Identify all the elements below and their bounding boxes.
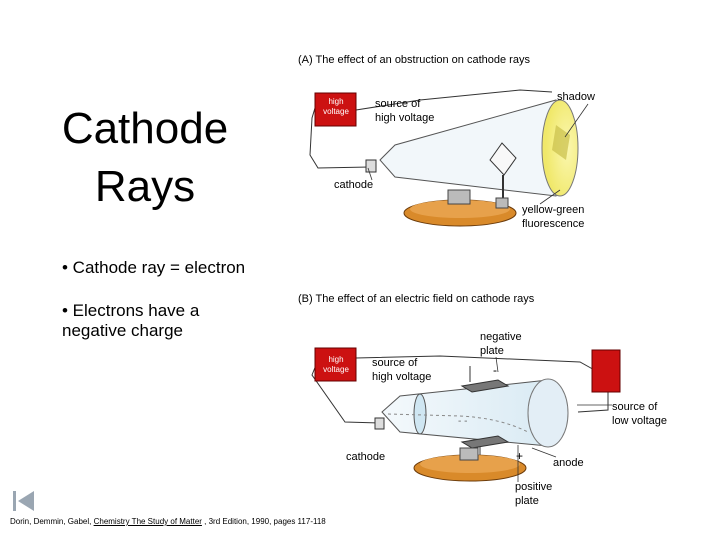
positive-plate <box>460 435 510 449</box>
wire-b-top <box>355 355 599 373</box>
cathode-label-b: cathode <box>346 451 386 463</box>
svg-text:-: - <box>493 363 497 377</box>
wire-a-right <box>355 89 553 111</box>
citation-rest: , 3rd Edition, 1990, pages 117-118 <box>201 517 326 526</box>
caption-b: (B) The effect of an electric field on c… <box>298 293 535 305</box>
citation: Dorin, Demmin, Gabel, Chemistry The Stud… <box>10 517 326 526</box>
source-label-a: source of high voltage <box>375 98 435 124</box>
negative-plate-label: negative plate <box>480 331 522 357</box>
bullet-cathode-ray-electron: • Cathode ray = electron <box>62 258 246 277</box>
wire-b-low <box>577 392 609 413</box>
cathode-b <box>374 417 385 430</box>
beam-b <box>387 413 529 433</box>
anode-label: anode <box>553 457 584 469</box>
obstruction-a <box>489 142 517 176</box>
supply-label-a: high voltage <box>323 97 349 116</box>
negative-plate <box>460 379 510 393</box>
shadow-a <box>552 125 570 160</box>
bullet-negative-charge: • Electrons have a negative charge <box>62 301 200 340</box>
shadow-label: shadow <box>557 91 595 103</box>
cathode-a <box>365 159 377 173</box>
stand-a <box>447 189 471 205</box>
stand-b <box>459 447 479 461</box>
fluorescence-label: yellow-green fluorescence <box>522 204 585 230</box>
supply-label-b: high voltage <box>323 355 349 374</box>
low-voltage-supply-b <box>591 349 621 393</box>
low-voltage-label: source of low voltage <box>612 401 668 427</box>
diagram-b: - - - + <box>311 347 621 482</box>
anode-b <box>413 393 427 435</box>
diagram-a <box>309 89 589 227</box>
citation-authors: Dorin, Demmin, Gabel, <box>10 517 94 526</box>
back-to-start-icon[interactable] <box>12 490 36 512</box>
high-voltage-supply-b <box>314 347 357 382</box>
positive-plate-label: positive plate <box>515 481 553 507</box>
cathode-label-a: cathode <box>334 179 374 191</box>
caption-a: (A) The effect of an obstruction on cath… <box>298 54 530 66</box>
source-label-b: source of high voltage <box>372 357 432 383</box>
svg-text:- -: - - <box>458 416 467 427</box>
high-voltage-supply-a <box>314 92 357 127</box>
svg-text:+: + <box>516 449 523 463</box>
slide-title: Cathode Rays <box>61 104 229 211</box>
citation-book: Chemistry The Study of Matter <box>93 517 202 526</box>
screen-b <box>527 378 569 448</box>
